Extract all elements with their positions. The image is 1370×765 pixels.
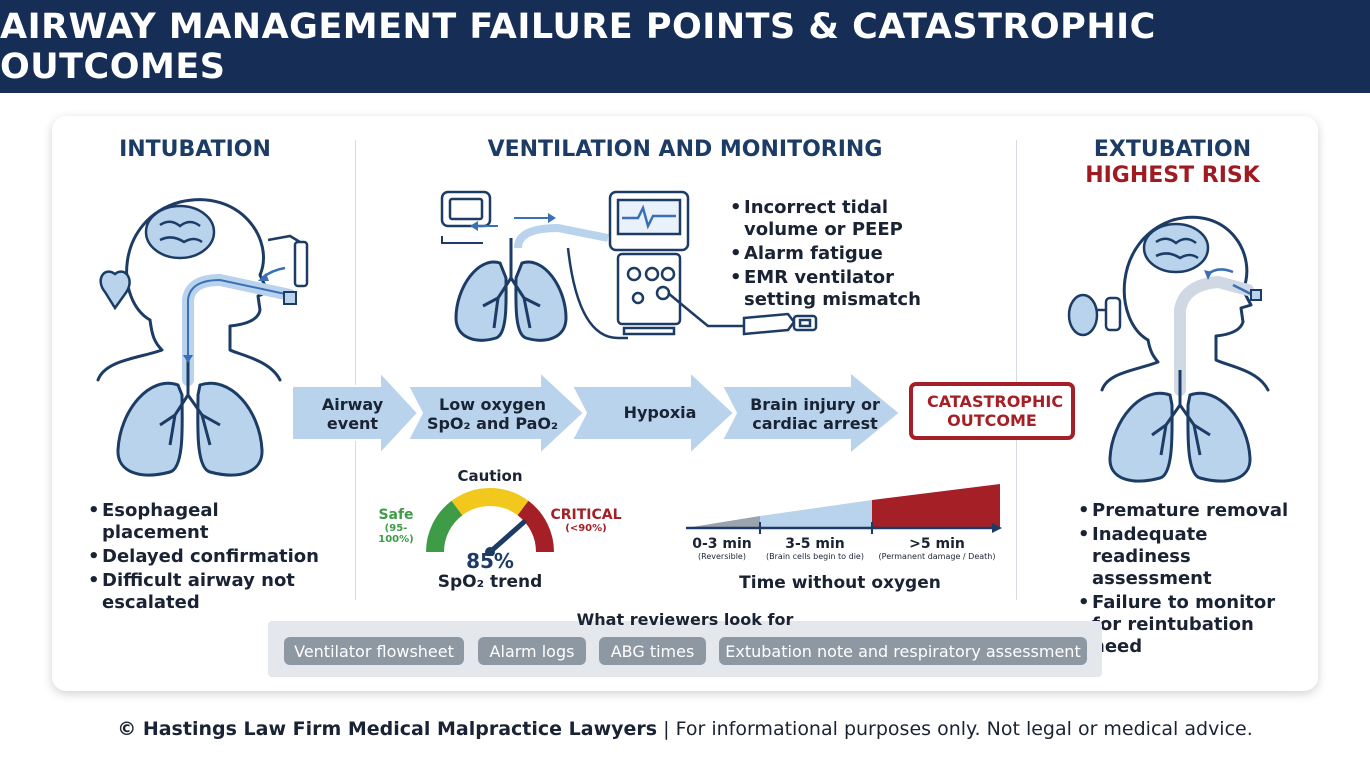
gauge-caution-arc — [451, 488, 529, 516]
footer-disclaimer: For informational purposes only. Not leg… — [675, 718, 1253, 740]
intubation-bullet: Delayed confirmation — [88, 546, 328, 568]
reviewer-item-alarm-logs: Alarm logs — [478, 637, 586, 665]
brain-icon — [144, 204, 216, 260]
flow-step-brain-injury — [720, 370, 902, 456]
extubation-bullet: Failure to monitor for reintubation need — [1078, 592, 1298, 658]
footer: © Hastings Law Firm Medical Malpractice … — [0, 718, 1370, 740]
timeline-brain-cells-segment — [760, 500, 872, 528]
page-title: AIRWAY MANAGEMENT FAILURE POINTS & CATAS… — [0, 6, 1156, 87]
timeline-label-0: 0-3 min (Reversible) — [692, 536, 752, 561]
airway-tube — [182, 273, 296, 386]
lungs-icon — [454, 238, 568, 342]
removed-airway-tube — [1174, 275, 1254, 396]
outcome-line-1: CATASTROPHIC — [927, 392, 1064, 411]
flow-step-hypoxia — [570, 370, 736, 456]
ventilation-title: VENTILATION AND MONITORING — [487, 137, 883, 162]
reviewers-title: What reviewers look for — [576, 610, 794, 629]
extubation-bullet: Inadequate readiness assessment — [1078, 524, 1298, 590]
laryngoscope-icon — [267, 234, 309, 288]
ventilator-machine-icon — [608, 190, 690, 336]
section-divider-right — [1016, 140, 1017, 600]
head-outline — [125, 198, 282, 382]
spo2-gauge — [426, 488, 554, 556]
ventilation-bullet: EMR ventilator setting mismatch — [730, 267, 950, 311]
intubation-bullet: Esophageal placement — [88, 500, 328, 544]
gauge-caption: SpO₂ trend — [437, 572, 543, 592]
gauge-caution-label: Caution — [457, 467, 523, 485]
bag-valve-mask-icon — [1067, 293, 1122, 337]
timeline-caption: Time without oxygen — [739, 573, 941, 593]
flow-label-brain-injury: Brain injury or cardiac arrest — [750, 395, 880, 433]
flow-label-airway-event: Airway event — [321, 395, 384, 433]
lungs-icon — [116, 360, 264, 477]
intubation-title: INTUBATION — [119, 137, 271, 162]
brain-icon — [1142, 222, 1210, 274]
outcome-flow — [291, 370, 902, 456]
flow-label-hypoxia: Hypoxia — [623, 403, 697, 422]
pulse-oximeter-icon — [742, 312, 818, 336]
intubation-failure-list: Esophageal placement Delayed confirmatio… — [88, 500, 328, 616]
footer-brand: © Hastings Law Firm Medical Malpractice … — [117, 718, 658, 740]
gauge-value: 85% — [466, 549, 514, 573]
timeline-reversible-segment — [686, 516, 760, 528]
ventilation-failure-list: Incorrect tidal volume or PEEP Alarm fat… — [730, 197, 950, 313]
timeline-label-2: >5 min (Permanent damage / Death) — [878, 536, 996, 561]
timeline-permanent-segment — [872, 484, 1000, 528]
flow-step-low-oxygen — [406, 370, 586, 456]
extubation-title: EXTUBATION — [1093, 137, 1252, 162]
ventilation-bullet: Alarm fatigue — [730, 243, 950, 265]
gauge-critical-arc — [517, 500, 554, 553]
ventilation-bullet: Incorrect tidal volume or PEEP — [730, 197, 950, 241]
flow-step-airway-event — [291, 370, 420, 456]
gauge-safe-label: Safe (95-100%) — [378, 507, 414, 545]
reviewer-item-extubation-note: Extubation note and respiratory assessme… — [719, 637, 1087, 665]
highest-risk-label: HIGHEST RISK — [1085, 163, 1260, 188]
extubation-illustration — [1067, 215, 1270, 483]
gauge-needle — [487, 519, 527, 555]
reviewer-item-abg-times: ABG times — [599, 637, 706, 665]
extubation-bullet: Premature removal — [1078, 500, 1298, 522]
intubation-illustration — [96, 198, 309, 477]
catastrophic-outcome-box: CATASTROPHIC OUTCOME — [909, 382, 1075, 440]
intubation-bullet: Difficult airway not escalated — [88, 570, 328, 614]
flow-label-low-oxygen: Low oxygen SpO₂ and PaO₂ — [426, 395, 559, 433]
extubation-failure-list: Premature removal Inadequate readiness a… — [1078, 500, 1298, 660]
section-divider-left — [355, 140, 356, 600]
ventilator-circuit — [514, 223, 609, 249]
lungs-icon — [1108, 370, 1252, 483]
heart-icon — [99, 270, 131, 311]
gauge-safe-arc — [426, 500, 463, 553]
ventilator-illustration — [440, 190, 818, 342]
timeline-label-1: 3-5 min (Brain cells begin to die) — [766, 536, 864, 561]
reviewer-item-ventilator-flowsheet: Ventilator flowsheet — [284, 637, 464, 665]
small-monitor-icon — [440, 190, 492, 228]
header-banner: AIRWAY MANAGEMENT FAILURE POINTS & CATAS… — [0, 0, 1370, 93]
oxygen-timeline — [686, 484, 1002, 534]
gauge-critical-label: CRITICAL (<90%) — [550, 507, 622, 534]
outcome-line-2: OUTCOME — [947, 411, 1037, 430]
footer-separator: | — [663, 718, 670, 740]
